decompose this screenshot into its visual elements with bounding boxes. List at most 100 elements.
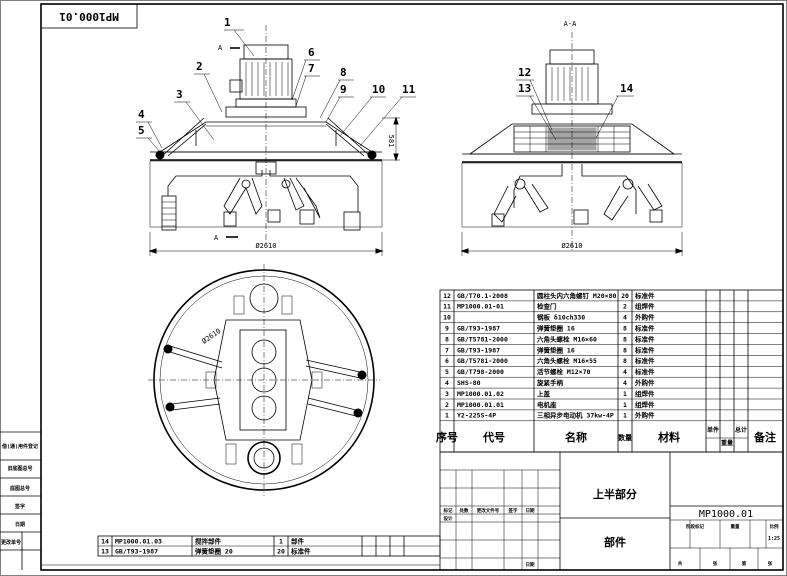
- bom-row-11-code: MP1000.01-01: [457, 303, 504, 311]
- bom-row-11-seq: 11: [443, 303, 451, 311]
- gearbox-section: [513, 125, 631, 153]
- tb-scale: 1:25: [768, 536, 780, 542]
- tb-hdr-mark: 标记: [443, 507, 453, 514]
- cover-arms-plan: [169, 345, 361, 417]
- bom-header-total: 总计: [735, 426, 747, 434]
- bom-row-8-remark: 标准件: [634, 334, 655, 343]
- dim-circle: Ø2610: [201, 327, 223, 346]
- bom-row-4-code: SHS-80: [457, 379, 481, 387]
- bom-row-13-remark: 标准件: [290, 547, 311, 556]
- bom-row-8-code: GB/T5781-2000: [457, 335, 508, 343]
- tb-sheet-unit2: 张: [768, 560, 773, 567]
- bom-row-1-seq: 1: [445, 412, 449, 420]
- tb-sheet-unit1: 张: [713, 560, 718, 567]
- balloon-4: 4: [138, 108, 145, 121]
- bom-row-12-code: GB/T70.1-2008: [457, 292, 508, 300]
- bom-header-qty: 数量: [618, 433, 632, 442]
- strip-label-1: 借(通)用件登记: [1, 443, 38, 450]
- tb-sign-date: 日期: [526, 561, 535, 568]
- bom-row-12-qty: 20: [621, 292, 629, 300]
- bom-row-7-code: GB/T93-1987: [457, 346, 500, 354]
- drive-shaft: [255, 161, 277, 175]
- tb-sign-design: 设计: [444, 515, 453, 522]
- bom-row-1-code: Y2-225S-4P: [457, 412, 496, 420]
- motor-terminal-box: [229, 79, 243, 93]
- bom-row-1-qty: 1: [623, 412, 627, 420]
- strip-label-2: 旧底图总号: [7, 465, 32, 472]
- bom-row-14-name: 搅拌部件: [195, 537, 222, 546]
- view-marker-bottom: A: [214, 234, 219, 242]
- tb-category: 部件: [604, 535, 626, 549]
- bom-row-10-name: 钢板 δ10ch330: [537, 313, 585, 322]
- bom-header-remark: 备注: [753, 430, 776, 444]
- bom-row-4-qty: 4: [623, 379, 627, 387]
- bom-row-5-code: GB/T798-2000: [457, 368, 504, 376]
- tb-hdr-date: 日期: [526, 507, 535, 514]
- view-marker-top: A: [218, 44, 223, 52]
- bom-row-14-remark: 部件: [291, 537, 305, 546]
- balloon-14: 14: [620, 82, 634, 95]
- bom-row-6-seq: 6: [445, 357, 449, 365]
- bom-row-14-qty: 1: [279, 538, 283, 546]
- bom-row-2-remark: 组焊件: [635, 400, 655, 409]
- bom-row-8-seq: 8: [445, 335, 449, 343]
- bom-row-3-qty: 1: [623, 390, 627, 398]
- tb-part-name: 上半部分: [593, 487, 637, 501]
- bom-row-4-remark: 外购件: [635, 378, 655, 387]
- bom-row-9-name: 弹簧垫圈 16: [537, 324, 575, 333]
- bom-row-5-remark: 标准件: [634, 367, 655, 376]
- bom-row-6-name: 六角头螺栓 M16×55: [537, 356, 597, 365]
- bom-lower: 14 MP1000.01.03 搅拌部件 1 部件 13 GB/T93-1987…: [97, 535, 441, 557]
- bom-row-13-code: GB/T93-1987: [115, 548, 158, 556]
- bom-row-12-seq: 12: [443, 292, 451, 300]
- bom-row-3-remark: 组焊件: [635, 389, 655, 398]
- handle-knob-right: [367, 150, 377, 160]
- balloon-3: 3: [176, 88, 183, 101]
- balloon-6: 6: [308, 46, 315, 59]
- bom-row-2-name: 电机座: [537, 400, 557, 409]
- bom-row-1-name: 三相异步电动机 37kw-4P: [537, 411, 614, 420]
- bom-row-3-code: MP1000.01.02: [457, 390, 504, 398]
- bom-row-6-code: GB/T5781-2000: [457, 357, 508, 365]
- bom-row-9-code: GB/T93-1987: [457, 325, 500, 333]
- handle-knob-left: [155, 150, 165, 160]
- bom-row-11-name: 检查门: [537, 302, 557, 311]
- bom-row-8-name: 六角头螺栓 M16×60: [537, 334, 597, 343]
- balloon-9: 9: [340, 83, 347, 96]
- bom-header-seq: 序号: [436, 430, 458, 444]
- bom-row-7-qty: 8: [623, 346, 627, 354]
- bom-row-10-remark: 外购件: [635, 313, 655, 322]
- bom-row-10-qty: 4: [623, 314, 627, 322]
- section-view-aa: A-A: [460, 20, 684, 256]
- gear-housing: [213, 319, 313, 441]
- front-view: A A Ø2610 581 1 2 3 4 5 6 7 8 9 10: [136, 16, 416, 256]
- bom-row-7-seq: 7: [445, 346, 449, 354]
- bom-row-3-name: 上盖: [537, 389, 551, 398]
- bom-row-4-name: 旋紧手柄: [536, 378, 564, 387]
- dim-width-right: Ø2610: [561, 242, 582, 250]
- bom-header-unit: 单件: [707, 426, 719, 434]
- bom-row-14-code: MP1000.01.03: [115, 538, 162, 546]
- left-strip: 借(通)用件登记 旧底图总号 底图总号 签字 日期 更改单号: [0, 431, 41, 570]
- bom-row-9-remark: 标准件: [634, 324, 655, 333]
- tb-scale-label: 比例: [770, 523, 779, 530]
- bom-row-12-name: 圆柱头内六角螺钉 M20×80: [537, 291, 616, 300]
- balloon-2: 2: [196, 60, 203, 73]
- tb-hdr-count: 处数: [459, 507, 469, 514]
- dim-width-left: Ø2610: [255, 242, 276, 250]
- bom-row-6-remark: 标准件: [634, 356, 655, 365]
- bom-row-9-qty: 8: [623, 325, 627, 333]
- balloon-5: 5: [138, 124, 145, 137]
- balloon-13: 13: [518, 82, 531, 95]
- bom-header-material: 材料: [658, 430, 680, 444]
- drawing-no-rotated: MP1000.01: [59, 10, 119, 23]
- bom-row-12-remark: 标准件: [634, 291, 655, 300]
- bom-row-11-remark: 组焊件: [635, 302, 655, 311]
- bom-row-10-seq: 10: [443, 314, 451, 322]
- mixing-blades: [223, 177, 321, 227]
- dim-height: 581: [387, 135, 395, 148]
- bom-row-2-seq: 2: [445, 401, 449, 409]
